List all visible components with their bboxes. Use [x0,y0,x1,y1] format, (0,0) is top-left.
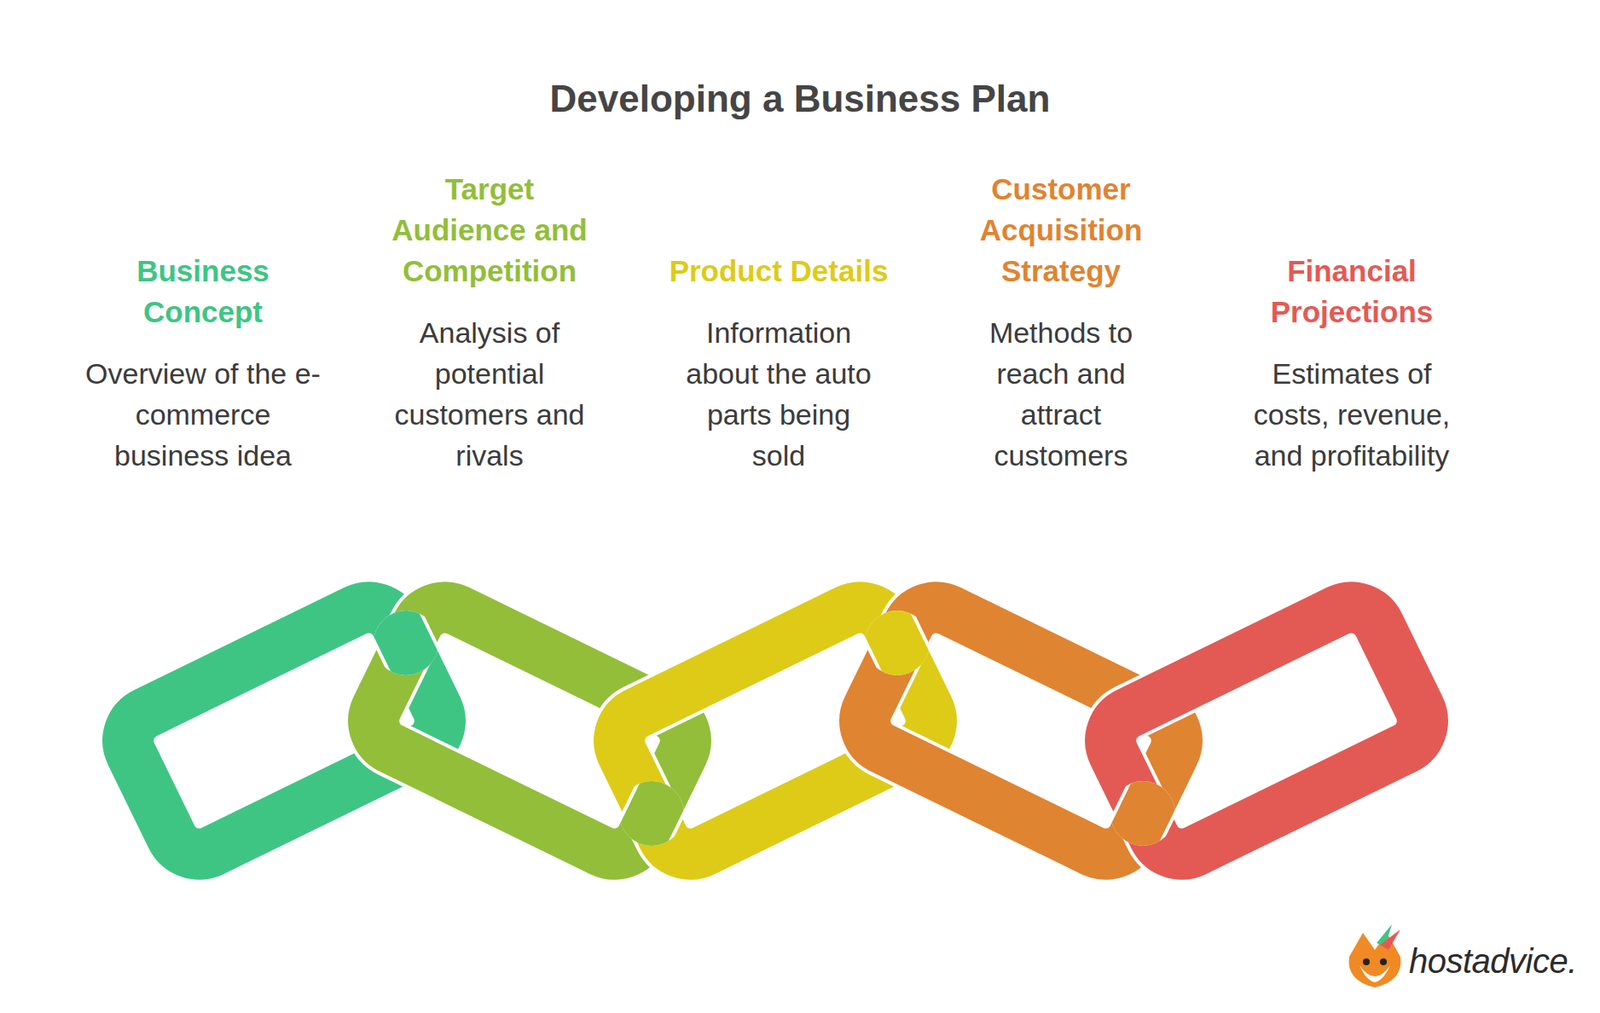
plan-step: Product DetailsInformation about the aut… [650,153,907,476]
fox-muzzle [1359,965,1391,983]
diagram-title: Developing a Business Plan [0,73,1600,125]
step-heading: Business Concept [83,250,323,333]
step-heading: Product Details [669,250,889,292]
step-description: Overview of the e-commerce business idea [83,353,323,476]
chain-link [854,597,1188,864]
step-heading: Target Audience and Competition [378,168,601,292]
link-outline [363,597,696,864]
step-description: Estimates of costs, revenue, and profita… [1236,353,1467,476]
link-outline [854,597,1188,864]
chain-link [117,597,451,864]
chain-link [363,597,696,864]
chain-link [608,597,942,864]
plan-step: Target Audience and CompetitionAnalysis … [378,153,601,476]
link-outline [117,597,451,864]
logo-icon [1349,924,1402,988]
step-description: Information about the auto parts being s… [680,312,877,476]
link-overlap [854,597,1188,864]
plan-step: Customer Acquisition StrategyMethods to … [954,153,1168,476]
fox-feather [1379,929,1401,951]
link-overlap [363,597,696,864]
fox-eye [1379,958,1387,966]
watermark: hostadvice. [1408,939,1577,983]
plan-step: Business ConceptOverview of the e-commer… [83,153,323,476]
link-body [117,597,451,864]
step-description: Analysis of potential customers and riva… [378,312,601,476]
step-heading: Financial Projections [1232,250,1472,333]
plan-step: Financial ProjectionsEstimates of costs,… [1232,153,1472,476]
link-body [608,597,942,864]
link-overlap [117,597,451,864]
link-overlap [608,597,942,864]
link-outline [608,597,942,864]
link-body [854,597,1188,864]
link-body [363,597,696,864]
fox-eye [1362,958,1370,966]
step-description: Methods to reach and attract customers [958,312,1164,476]
step-heading: Customer Acquisition Strategy [954,168,1168,292]
